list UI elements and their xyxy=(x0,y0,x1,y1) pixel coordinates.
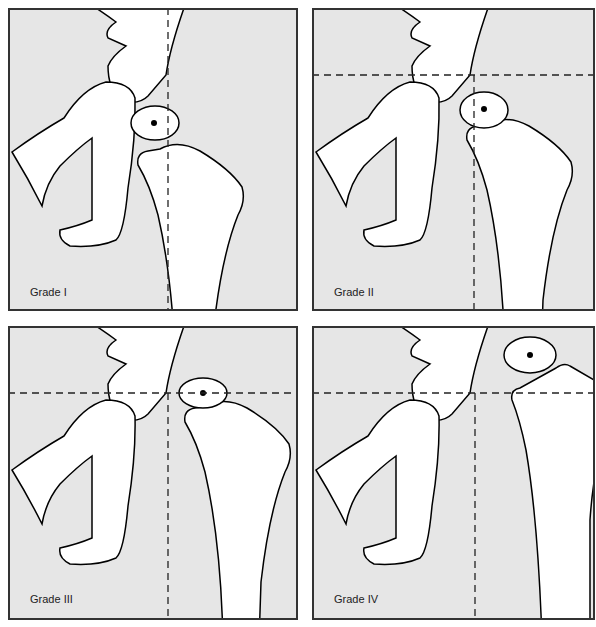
grade-panel: Grade I xyxy=(8,8,298,311)
grade-label: Grade I xyxy=(30,286,67,299)
grade-label: Grade III xyxy=(30,593,73,606)
grade-panel: Grade III xyxy=(8,326,298,620)
grade-panel: Grade II xyxy=(312,8,595,311)
grade-three-drawing xyxy=(10,328,296,618)
grade-label: Grade II xyxy=(334,286,374,299)
grade-panel: Grade IV xyxy=(312,326,595,620)
grade-two-drawing xyxy=(314,10,593,309)
grade-four-drawing xyxy=(314,328,593,618)
grade-label: Grade IV xyxy=(334,593,378,606)
